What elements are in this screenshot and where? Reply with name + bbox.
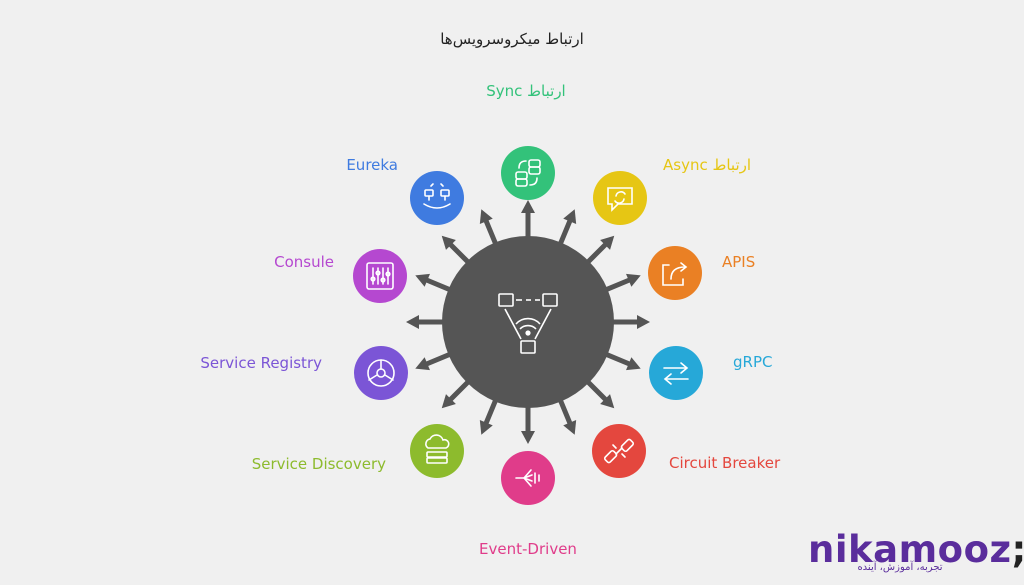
hub-arrow-head — [563, 420, 577, 435]
hub-arrow-head — [600, 235, 615, 250]
node-eureka — [410, 171, 464, 225]
node-apis — [648, 246, 702, 300]
hub-arrow-head — [479, 420, 493, 435]
node-sync — [501, 146, 555, 200]
node-circle-eureka — [410, 171, 464, 225]
node-label-async: ارتباط Async — [663, 156, 752, 174]
servers-cloud-icon — [423, 183, 451, 209]
node-circles — [353, 146, 703, 505]
broken-link-icon — [603, 438, 635, 464]
hub-arrow-head — [415, 357, 430, 371]
hub-arrow-head — [637, 315, 650, 329]
node-circle-async — [593, 171, 647, 225]
brand-name: nikamooz — [808, 528, 1012, 571]
cloud-server-icon — [425, 434, 450, 464]
node-circuit-breaker — [592, 424, 646, 478]
node-consule — [353, 249, 407, 303]
chat-refresh-icon — [607, 187, 633, 212]
node-circle-service-discovery — [410, 424, 464, 478]
node-circle-consule — [353, 249, 407, 303]
transfer-arrows-icon — [663, 362, 689, 385]
node-async — [593, 171, 647, 225]
node-label-eureka: Eureka — [346, 156, 398, 174]
brand-logo: nikamooz; — [808, 528, 1024, 571]
database-sync-icon — [515, 159, 541, 187]
node-label-service-discovery: Service Discovery — [251, 455, 386, 473]
node-service-registry — [354, 346, 408, 400]
node-circle-grpc — [649, 346, 703, 400]
node-label-apis: APIS — [722, 253, 756, 271]
hub-arrow-head — [415, 273, 430, 287]
hub-arrow-head — [563, 209, 577, 224]
hub-arrow-head — [600, 394, 615, 409]
node-circle-service-registry — [354, 346, 408, 400]
hub-circle — [442, 236, 614, 408]
node-event-driven — [501, 451, 555, 505]
node-label-circuit-breaker: Circuit Breaker — [669, 454, 781, 472]
node-circle-event-driven — [501, 451, 555, 505]
network-icon — [498, 293, 558, 354]
node-circle-sync — [501, 146, 555, 200]
hub-arrow-head — [479, 209, 493, 224]
hub-arrow-head — [406, 315, 419, 329]
node-label-grpc: gRPC — [733, 353, 773, 371]
node-label-event-driven: Event-Driven — [479, 540, 577, 558]
broadcast-icon — [515, 469, 540, 487]
hub-arrow-head — [521, 431, 535, 444]
node-label-service-registry: Service Registry — [200, 354, 322, 372]
hub-arrow-head — [521, 200, 535, 213]
node-grpc — [649, 346, 703, 400]
page-title: ارتباط میکروسرویس‌ها — [440, 30, 584, 48]
brand-tagline: تجربه، آموزش، آینده — [857, 562, 943, 573]
central-hub — [442, 236, 614, 408]
hub-arrow-head — [626, 273, 641, 287]
hub-arrow-head — [626, 357, 641, 371]
sliders-icon — [366, 262, 394, 290]
share-arrow-icon — [662, 262, 688, 286]
network-hub-icon — [367, 359, 395, 387]
hub-arrow-head — [441, 235, 456, 250]
hub-arrow-head — [441, 394, 456, 409]
node-label-consule: Consule — [274, 253, 334, 271]
brand-semicolon: ; — [1012, 528, 1024, 571]
node-circle-apis — [648, 246, 702, 300]
node-service-discovery — [410, 424, 464, 478]
node-label-sync: ارتباط Sync — [486, 82, 566, 100]
